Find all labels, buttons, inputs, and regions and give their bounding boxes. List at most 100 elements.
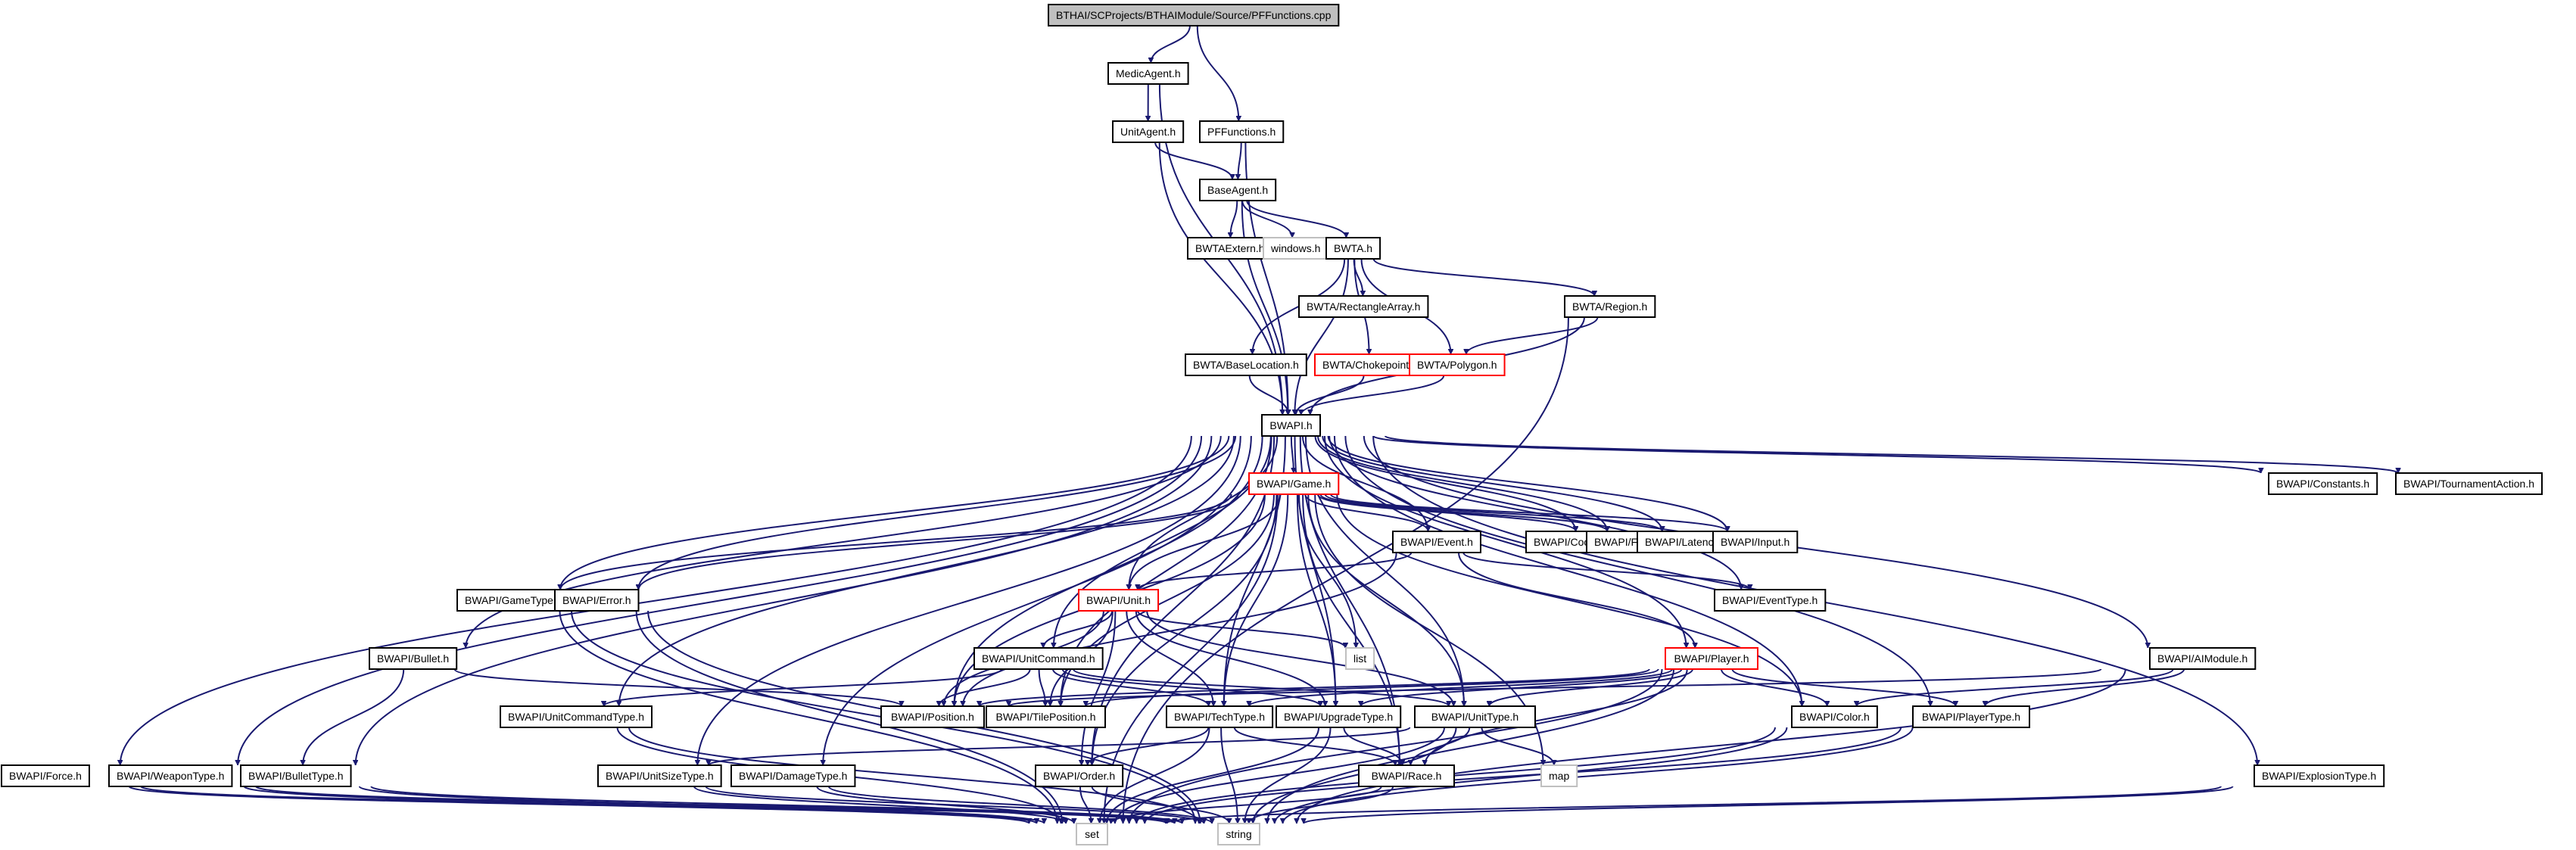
node-box	[1217, 823, 1260, 845]
node-bullet[interactable]: BWAPI/Bullet.h	[369, 647, 458, 670]
node-force[interactable]: BWAPI/Force.h	[1, 764, 90, 787]
node-label: BWTA/RectangleArray.h	[1307, 300, 1420, 313]
node-set[interactable]: set	[1076, 823, 1108, 845]
edge-force-to-set	[128, 786, 1029, 824]
edge-unit-command-to-tile-position	[1038, 668, 1045, 706]
node-event[interactable]: BWAPI/Event.h	[1392, 531, 1481, 553]
edge-pffunctions-to-base-agent	[1238, 142, 1242, 179]
node-game-type[interactable]: BWAPI/GameType.h	[456, 589, 571, 612]
node-bwapi[interactable]: BWAPI.h	[1261, 414, 1321, 437]
edge-base-location-to-bwapi	[1248, 375, 1288, 416]
node-box	[1048, 4, 1340, 26]
node-label: BWAPI/PlayerType.h	[1922, 711, 2020, 723]
node-unit-command[interactable]: BWAPI/UnitCommand.h	[973, 647, 1104, 670]
node-upgrade-type[interactable]: BWAPI/UpgradeType.h	[1276, 705, 1402, 728]
node-base-location[interactable]: BWTA/BaseLocation.h	[1185, 353, 1307, 376]
node-box	[1187, 237, 1273, 260]
edge-bwapi-to-force	[120, 435, 1192, 765]
node-unit-size-type[interactable]: BWAPI/UnitSizeType.h	[597, 764, 722, 787]
edge-root-to-medic-agent	[1151, 25, 1191, 64]
node-label: BWAPI/Order.h	[1043, 770, 1115, 782]
edge-unit-type-to-unit-size-type	[709, 727, 1411, 766]
node-player-type[interactable]: BWAPI/PlayerType.h	[1912, 705, 2030, 728]
node-box	[1, 764, 90, 787]
node-box	[1076, 823, 1108, 845]
edge-unit-type-to-set	[1115, 727, 1446, 824]
node-unit[interactable]: BWAPI/Unit.h	[1078, 589, 1160, 612]
node-constants[interactable]: BWAPI/Constants.h	[2268, 472, 2378, 495]
edge-game-to-error	[639, 493, 1239, 590]
node-position[interactable]: BWAPI/Position.h	[880, 705, 985, 728]
node-windows[interactable]: windows.h	[1263, 237, 1329, 260]
node-box	[1248, 472, 1340, 495]
node-explosion-type[interactable]: BWAPI/ExplosionType.h	[2254, 764, 2385, 787]
node-root[interactable]: BTHAI/SCProjects/BTHAIModule/Source/PFFu…	[1048, 4, 1340, 26]
node-box	[1314, 353, 1426, 376]
edge-player-to-position	[980, 668, 1650, 707]
node-unit-agent[interactable]: UnitAgent.h	[1112, 120, 1185, 143]
node-player[interactable]: BWAPI/Player.h	[1665, 647, 1758, 670]
edge-bwapi-to-flag	[1317, 435, 1607, 532]
edge-unit-to-unit-command	[1043, 610, 1114, 649]
node-weapon-type[interactable]: BWAPI/WeaponType.h	[108, 764, 233, 787]
node-chokepoint[interactable]: BWTA/Chokepoint.h	[1314, 353, 1426, 376]
node-label: BWTA/Chokepoint.h	[1322, 359, 1418, 371]
node-unit-command-type[interactable]: BWAPI/UnitCommandType.h	[500, 705, 653, 728]
edge-bwapi-to-unit-command-type	[619, 435, 1235, 706]
node-order[interactable]: BWAPI/Order.h	[1035, 764, 1124, 787]
edge-unit-command-to-position	[939, 668, 1031, 707]
node-color[interactable]: BWAPI/Color.h	[1791, 705, 1878, 728]
node-label: PFFunctions.h	[1207, 126, 1276, 138]
node-label: BWAPI/Input.h	[1721, 536, 1789, 548]
edge-aimodule-to-string	[1297, 668, 2126, 824]
node-error[interactable]: BWAPI/Error.h	[554, 589, 640, 612]
node-medic-agent[interactable]: MedicAgent.h	[1107, 62, 1189, 85]
node-label: BWAPI/AIModule.h	[2157, 652, 2247, 665]
node-damage-type[interactable]: BWAPI/DamageType.h	[730, 764, 856, 787]
node-game[interactable]: BWAPI/Game.h	[1248, 472, 1340, 495]
node-event-type[interactable]: BWAPI/EventType.h	[1714, 589, 1827, 612]
edge-base-agent-to-bwta	[1246, 200, 1346, 238]
edge-upgrade-type-to-race	[1343, 727, 1402, 766]
edge-unit-type-to-map	[1481, 727, 1554, 766]
edge-bwapi-to-bullet-type	[356, 435, 1213, 765]
edge-bwapi-to-player-type	[1344, 435, 1930, 706]
node-string[interactable]: string	[1217, 823, 1260, 845]
node-label: BWAPI/WeaponType.h	[117, 770, 224, 782]
node-label: BWAPI/TechType.h	[1174, 711, 1265, 723]
node-unit-type[interactable]: BWAPI/UnitType.h	[1414, 705, 1536, 728]
edge-player-to-tile-position	[1086, 668, 1659, 707]
node-base-agent[interactable]: BaseAgent.h	[1199, 179, 1277, 201]
node-label: BWTAExtern.h	[1195, 242, 1265, 254]
node-label: BWAPI/UnitSizeType.h	[606, 770, 714, 782]
edge-event-to-unit	[1138, 552, 1413, 590]
node-label: BWAPI/EventType.h	[1722, 594, 1818, 606]
node-box	[108, 764, 233, 787]
node-box	[986, 705, 1106, 728]
node-box	[597, 764, 722, 787]
node-input[interactable]: BWAPI/Input.h	[1712, 531, 1799, 553]
node-race[interactable]: BWAPI/Race.h	[1358, 764, 1455, 787]
node-tournament-action[interactable]: BWAPI/TournamentAction.h	[2395, 472, 2543, 495]
node-tile-position[interactable]: BWAPI/TilePosition.h	[986, 705, 1106, 728]
node-label: BWAPI/Event.h	[1400, 536, 1473, 548]
node-rectangle-array[interactable]: BWTA/RectangleArray.h	[1298, 295, 1429, 318]
node-region[interactable]: BWTA/Region.h	[1564, 295, 1656, 318]
node-list[interactable]: list	[1345, 647, 1375, 670]
node-label: list	[1353, 652, 1366, 665]
edge-player-to-color	[1720, 668, 1827, 707]
node-bwtaextern[interactable]: BWTAExtern.h	[1187, 237, 1273, 260]
node-pffunctions[interactable]: PFFunctions.h	[1199, 120, 1285, 143]
edge-root-to-pffunctions	[1196, 25, 1239, 121]
node-polygon[interactable]: BWTA/Polygon.h	[1409, 353, 1506, 376]
edge-base-agent-to-windows	[1241, 200, 1292, 238]
node-tech-type[interactable]: BWAPI/TechType.h	[1166, 705, 1274, 728]
node-bullet-type[interactable]: BWAPI/BulletType.h	[240, 764, 352, 787]
node-bwta[interactable]: BWTA.h	[1325, 237, 1381, 260]
edge-bwapi-to-latency	[1322, 435, 1662, 532]
node-aimodule[interactable]: BWAPI/AIModule.h	[2149, 647, 2257, 670]
node-label: BWAPI/TournamentAction.h	[2403, 478, 2534, 490]
node-map[interactable]: map	[1540, 764, 1578, 787]
edge-unit-size-type-to-set	[693, 786, 1066, 824]
